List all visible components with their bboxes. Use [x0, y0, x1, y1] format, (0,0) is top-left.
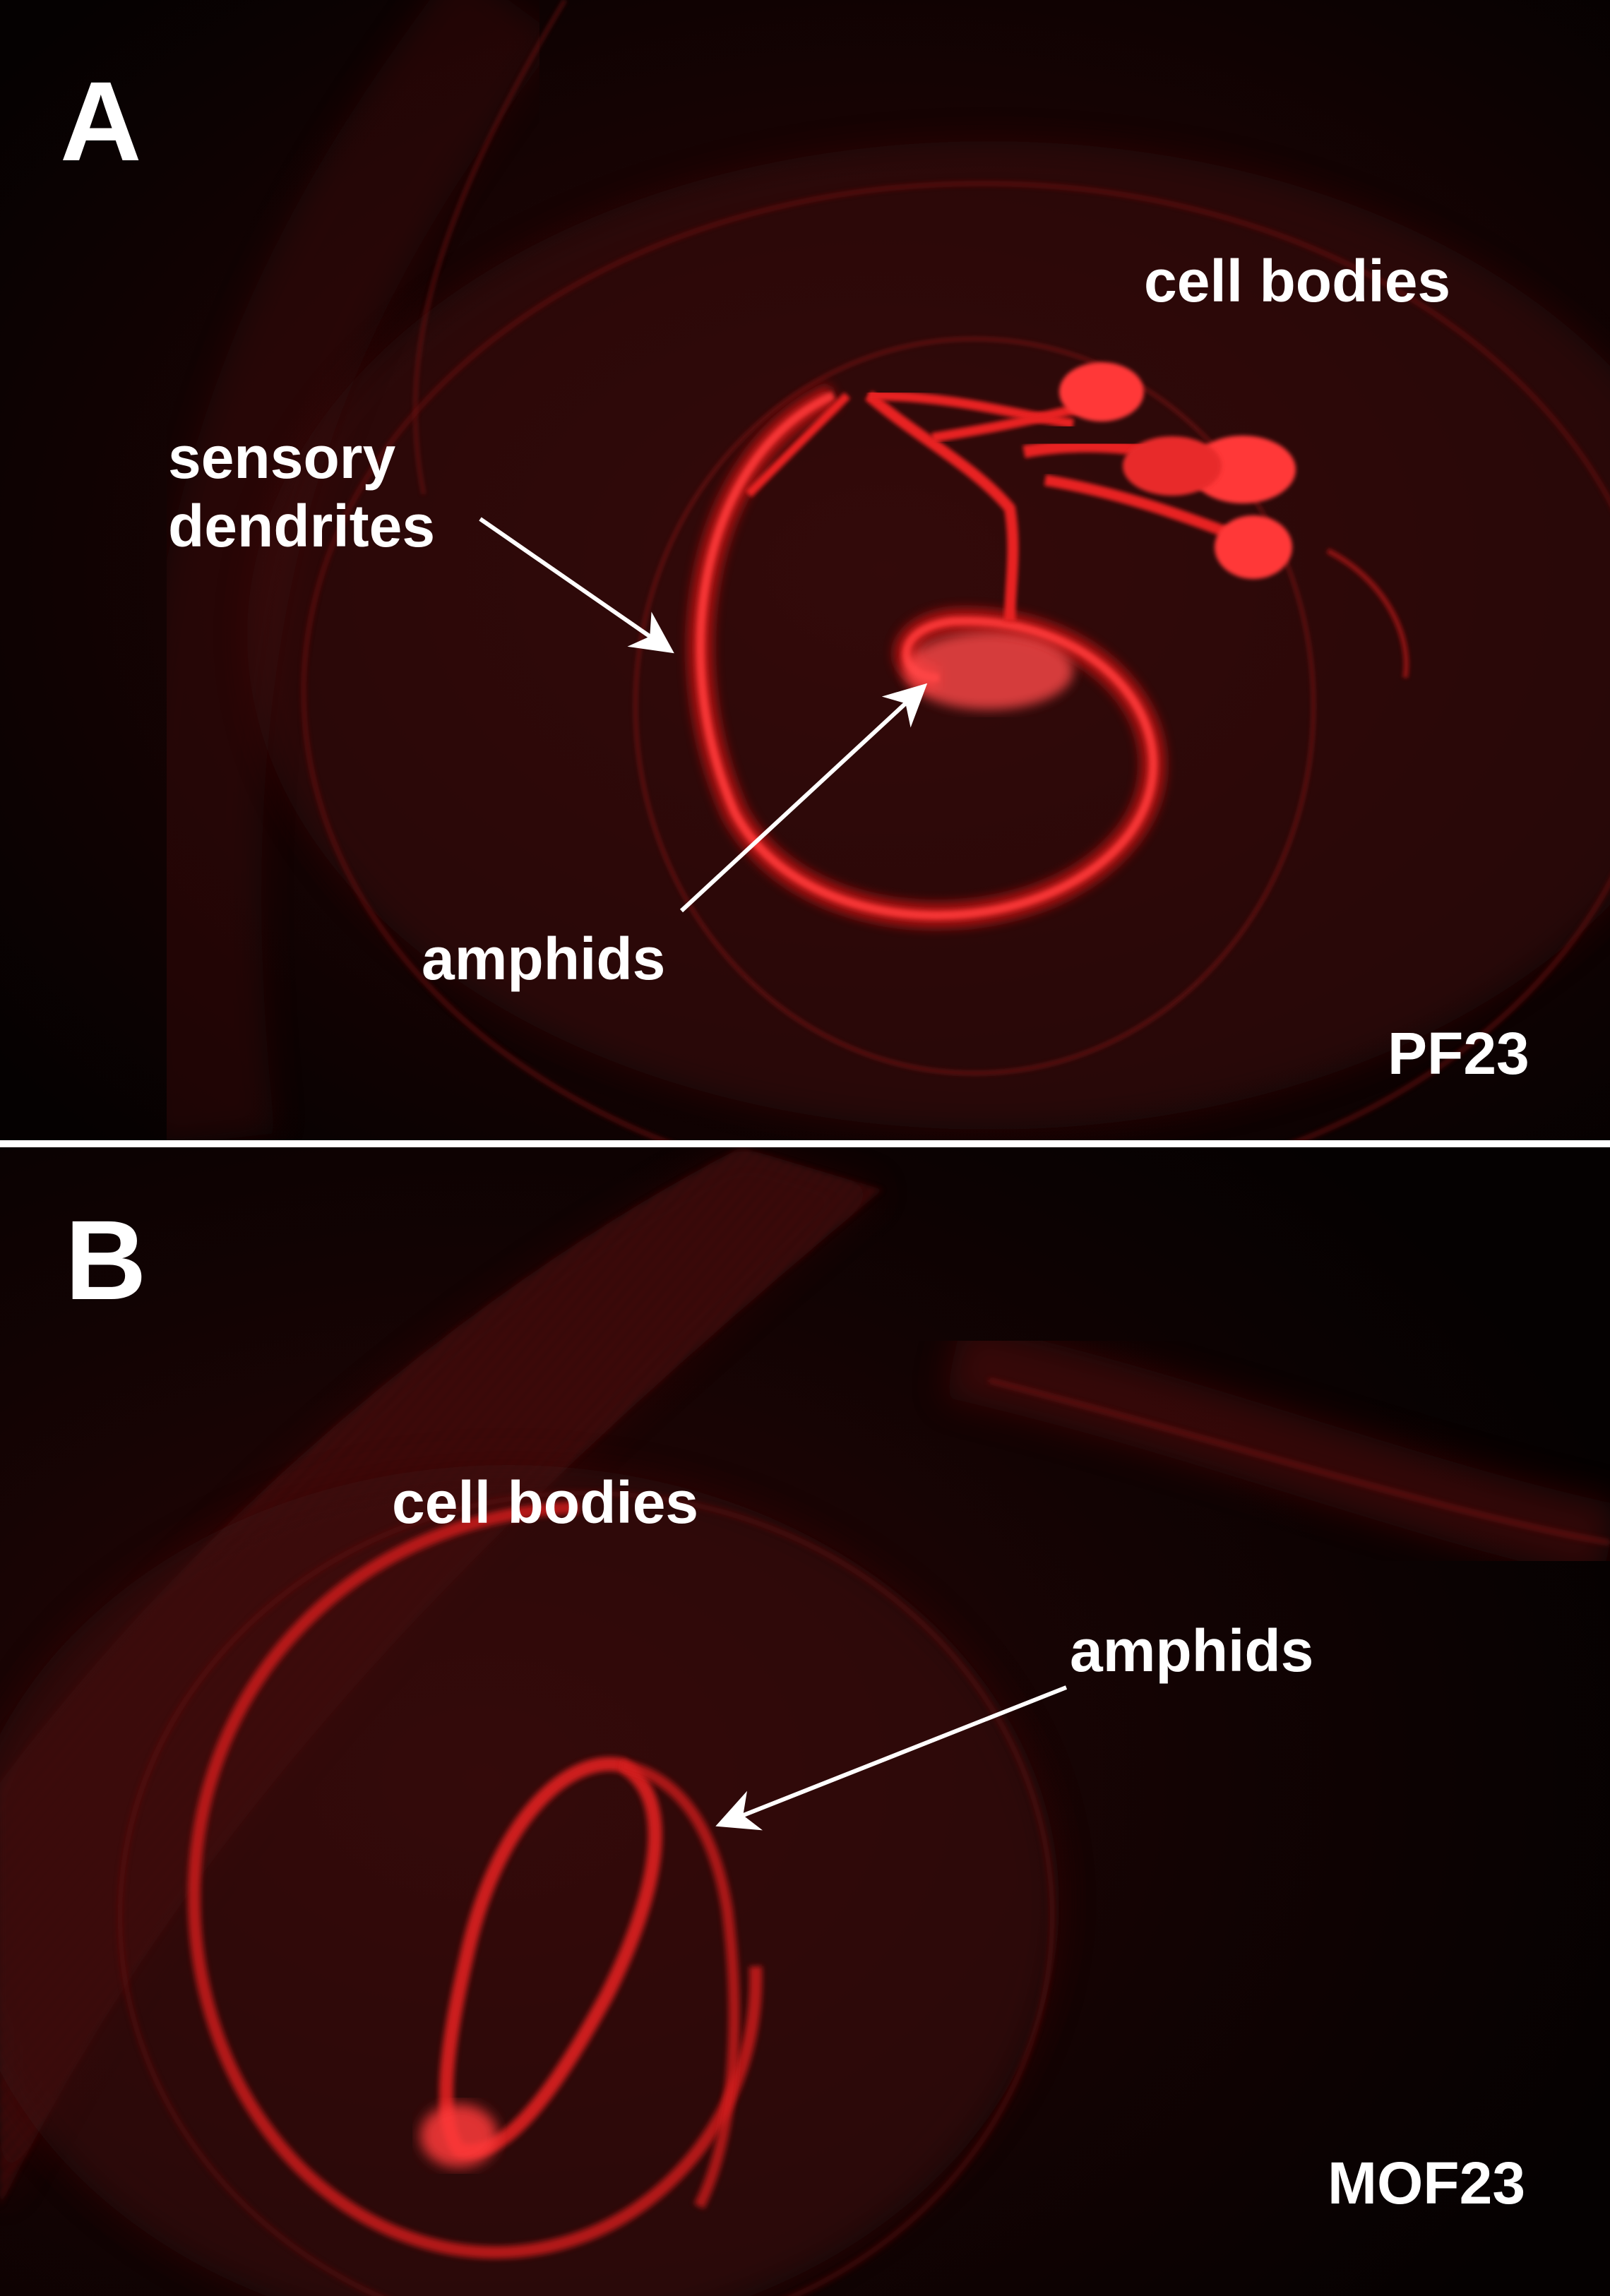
label-amphids-b: amphids: [1070, 1618, 1314, 1684]
strain-label-b: MOF23: [1328, 2150, 1526, 2216]
panel-b: B cell bodies amphids MOF23: [0, 1147, 1610, 2296]
label-sensory: sensory: [168, 424, 396, 491]
panel-a-letter: A: [60, 58, 142, 184]
panel-divider: [0, 1140, 1610, 1147]
label-amphids-a: amphids: [422, 926, 666, 992]
strain-label-a: PF23: [1388, 1020, 1530, 1087]
panel-b-letter: B: [65, 1197, 147, 1323]
panel-a: A cell bodies sensory dendrites amphids …: [0, 0, 1610, 1140]
label-cell-bodies-a: cell bodies: [1144, 248, 1451, 314]
label-dendrites: dendrites: [168, 493, 436, 560]
label-sensory-dendrites: sensory dendrites: [168, 424, 435, 561]
panel-a-micrograph: [0, 0, 1610, 1140]
panel-b-micrograph: [0, 1147, 1610, 2296]
label-cell-bodies-b: cell bodies: [392, 1469, 699, 1536]
